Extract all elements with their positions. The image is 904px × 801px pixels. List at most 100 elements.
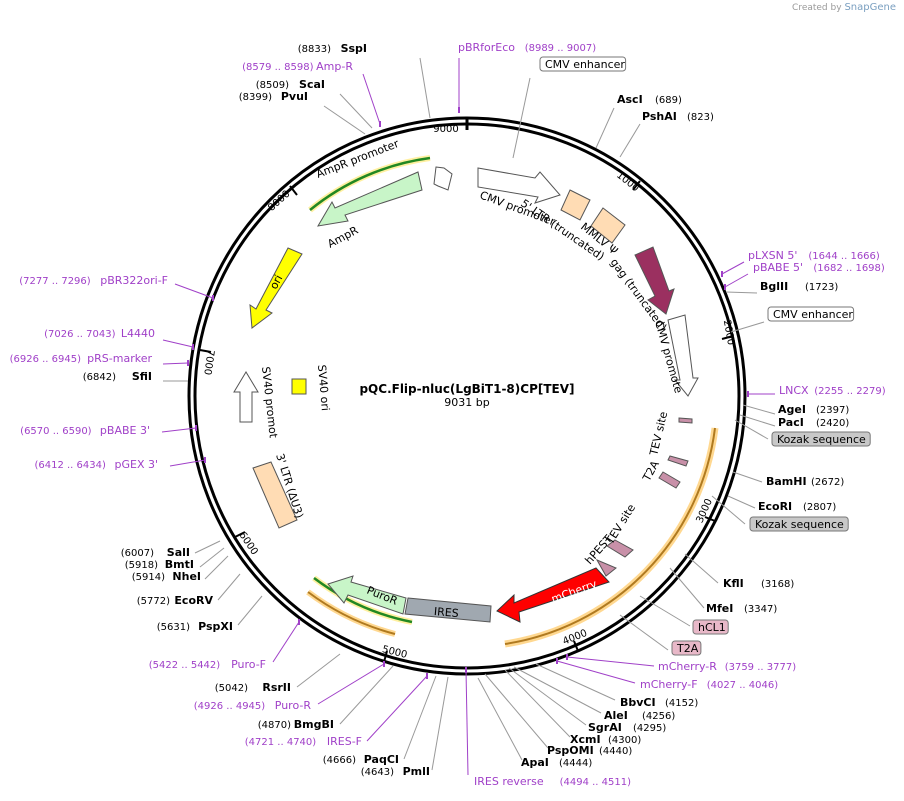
site-name: LNCX [779, 384, 809, 397]
site-name: PacI [778, 416, 804, 429]
site-name: SspI [341, 42, 367, 55]
site-leader-line [535, 663, 616, 701]
ires-box [404, 597, 492, 623]
site-position: (4440) [599, 746, 632, 757]
site-label-enzyme: (4440)PspOMI [547, 744, 632, 757]
cmv-promoter2-arrow [667, 314, 699, 397]
label-box-text: Kozak sequence [777, 433, 866, 446]
site-position: (4926 .. 4945) [194, 701, 266, 712]
site-position: (3347) [744, 604, 777, 615]
site-name: IRES-F [327, 735, 362, 748]
site-leader-line [513, 666, 602, 714]
site-name: RsrII [262, 681, 291, 694]
site-label-enzyme: (4666)PaqCI [323, 753, 399, 766]
site-leader-line [362, 73, 381, 125]
site-leader-line [217, 573, 241, 601]
site-leader-line [174, 283, 214, 299]
site-position: (4027 .. 4046) [707, 680, 779, 691]
site-name: SalI [167, 546, 190, 559]
label-box-text: hCL1 [698, 621, 726, 634]
site-leader-line [465, 669, 469, 776]
site-name: SgrAI [588, 721, 622, 734]
site-leader-line [339, 665, 394, 725]
site-position: (1723) [805, 282, 838, 293]
site-position: (8399) [239, 92, 272, 103]
credit-brand: SnapGene [844, 2, 896, 13]
tick-4000-mark [573, 640, 579, 652]
site-leader-line [477, 677, 523, 761]
site-name: Amp-R [316, 60, 353, 73]
site-leader-line [366, 675, 428, 742]
site-name: PaqCI [364, 753, 399, 766]
tick-2000-mark [721, 335, 734, 340]
site-name: BamHI [766, 475, 807, 488]
site-position: (5914) [132, 572, 165, 583]
tick-1000: 1000 [614, 170, 641, 194]
feature-label-tev-site-1: TEV site [647, 410, 670, 458]
site-position: (6926 .. 6945) [10, 354, 82, 365]
site-label-enzyme: (4643)PmlI [361, 765, 430, 778]
label-box [771, 431, 871, 447]
site-label-enzyme: (2397)AgeI [778, 403, 849, 416]
label-box [767, 306, 855, 322]
site-leader-line [566, 656, 655, 667]
tev-site-2 [606, 539, 634, 558]
site-name: EcoRI [758, 500, 792, 513]
site-leader-line [639, 595, 691, 627]
tick-6000-mark [234, 531, 246, 538]
site-leader-line [484, 673, 549, 749]
site-name: BmgBI [294, 718, 334, 731]
site-label-primer: (5422 .. 5442)Puro-F [149, 658, 266, 671]
site-position: (2672) [811, 477, 844, 488]
feature-labels: CMV promoter 5' LTR (truncated) MMLV Ψ g… [0, 0, 685, 620]
site-label-boxgray: Kozak sequence [749, 516, 849, 532]
site-name: ApaI [521, 756, 549, 769]
site-name: PvuI [281, 90, 308, 103]
label-box [749, 516, 849, 532]
site-position: (5918) [125, 560, 158, 571]
site-label-enzyme: (8509)ScaI [256, 78, 325, 91]
label-box-text: Kozak sequence [755, 518, 844, 531]
site-leader-line [711, 495, 746, 525]
site-label-enzyme: (4444)ApaI [521, 756, 592, 769]
puror-arc [313, 577, 413, 624]
site-name: AleI [604, 709, 628, 722]
feature-label-ampr: AmpR [325, 224, 360, 251]
plasmid-name: pQC.Flip-nluc(LgBiT1-8)CP[TEV] [359, 382, 574, 396]
site-position: (5772) [137, 596, 170, 607]
site-position: (4870) [258, 720, 291, 731]
site-leader-line [403, 675, 437, 760]
label-box-text: T2A [676, 642, 699, 655]
site-leader-line [317, 663, 385, 705]
site-label-enzyme: (823) PshAI [642, 110, 714, 123]
site-position: (8833) [298, 44, 331, 55]
tev-site-1 [678, 417, 693, 424]
site-leader-line [739, 414, 776, 427]
site-position: (8509) [256, 80, 289, 91]
site-name: pRS-marker [87, 352, 152, 365]
site-leader-line [504, 669, 571, 738]
site-leader-line [204, 555, 229, 580]
site-name: L4440 [121, 327, 155, 340]
site-position: (4300) [608, 735, 641, 746]
site-name: BmtI [165, 558, 194, 571]
site-label-primer: (6412 .. 6434)pGEX 3' [34, 458, 158, 471]
site-position: (823) [687, 112, 714, 123]
site-leader-line [619, 123, 641, 158]
mcherry-arrow [496, 567, 610, 623]
site-position: (7277 .. 7296) [19, 276, 91, 287]
site-label-enzyme: (5772)EcoRV [137, 594, 214, 607]
site-leader-line [595, 107, 615, 149]
site-name: PspXI [198, 620, 233, 633]
tick-3000-mark [704, 516, 716, 522]
orf-arc [504, 427, 716, 645]
site-position: (4295) [633, 723, 666, 734]
site-name: NheI [172, 570, 201, 583]
site-label-primer: (6570 .. 6590)pBABE 3' [20, 424, 150, 437]
site-leader-line [669, 567, 705, 609]
site-leader-line [431, 676, 449, 771]
site-name: PshAI [642, 110, 677, 123]
site-position: (1682 .. 1698) [813, 263, 885, 274]
sv40-promoter-arrow [233, 371, 259, 423]
